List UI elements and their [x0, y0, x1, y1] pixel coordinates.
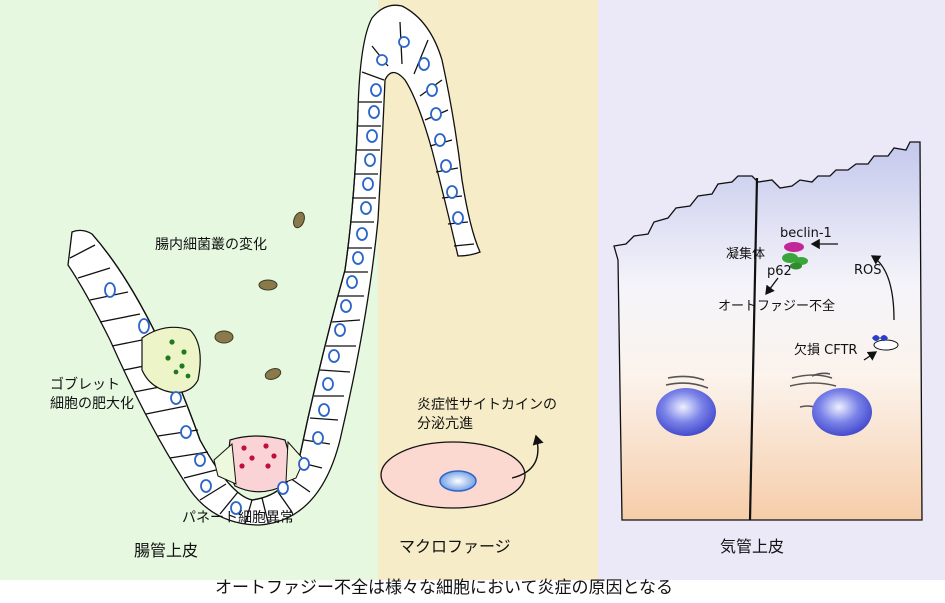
- label-beclin: beclin-1: [780, 226, 832, 241]
- label-cytokine-line2: 分泌亢進: [417, 416, 473, 432]
- curved-arrow-icon: [511, 434, 544, 479]
- airway-nucleus-left: [656, 388, 716, 436]
- panel-title-macrophage: マクロファージ: [399, 537, 511, 556]
- label-goblet-line2: 細胞の肥大化: [50, 396, 134, 412]
- label-paneth: パネート細胞異常: [182, 510, 294, 526]
- goblet-cell: [141, 326, 201, 394]
- bacterium-icon: [214, 211, 305, 380]
- label-cytokine-line1: 炎症性サイトカインの: [417, 397, 557, 413]
- macrophage-nucleus: [439, 470, 477, 492]
- panel-intestine-bg: [0, 0, 378, 580]
- label-p62: p62: [767, 264, 792, 279]
- intestinal-nuclei: [104, 36, 464, 515]
- paneth-granules: [239, 443, 277, 469]
- cftr-icon: [872, 335, 899, 351]
- label-microbiota: 腸内細菌叢の変化: [155, 237, 267, 253]
- crypt-cell-left: [213, 442, 237, 485]
- label-ros: ROS: [854, 263, 882, 278]
- caption: オートファジー不全は様々な細胞において炎症の原因となる: [215, 578, 673, 598]
- airway-nucleus-right: [812, 388, 872, 436]
- panel-title-intestine: 腸管上皮: [134, 541, 199, 560]
- label-cftr: 欠損 CFTR: [794, 343, 858, 358]
- pathway-arrows: [765, 238, 895, 361]
- goblet-granules: [165, 339, 191, 379]
- aggregate-icon: [782, 242, 808, 270]
- cell-junction-line: [748, 177, 759, 521]
- label-goblet-line1: ゴブレット: [50, 377, 120, 393]
- panel-title-airway: 気管上皮: [720, 537, 785, 556]
- label-autophagy-deficiency: オートファジー不全: [718, 299, 836, 314]
- crypt-cell-right: [285, 440, 305, 483]
- label-aggregate: 凝集体: [726, 247, 766, 262]
